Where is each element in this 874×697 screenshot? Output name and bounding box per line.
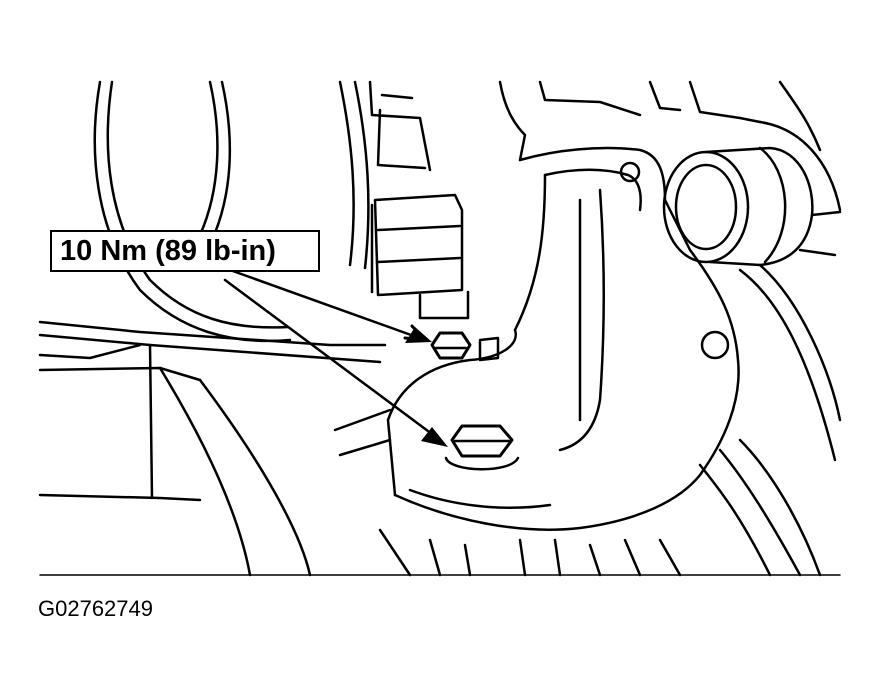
air-duct <box>93 80 370 343</box>
upper-bolt <box>430 331 500 362</box>
figure-id: G02762749 <box>38 596 153 621</box>
coolant-pipe <box>662 146 842 267</box>
mounting-bracket <box>386 146 740 531</box>
lower-bolt <box>444 424 520 471</box>
torque-callout-label: 10 Nm (89 lb-in) <box>50 230 320 272</box>
torque-leader-arrows <box>223 268 448 447</box>
right-frame <box>738 120 842 462</box>
lower-structure <box>38 320 841 577</box>
upper-housing <box>368 80 822 172</box>
sensor-block <box>370 193 470 320</box>
